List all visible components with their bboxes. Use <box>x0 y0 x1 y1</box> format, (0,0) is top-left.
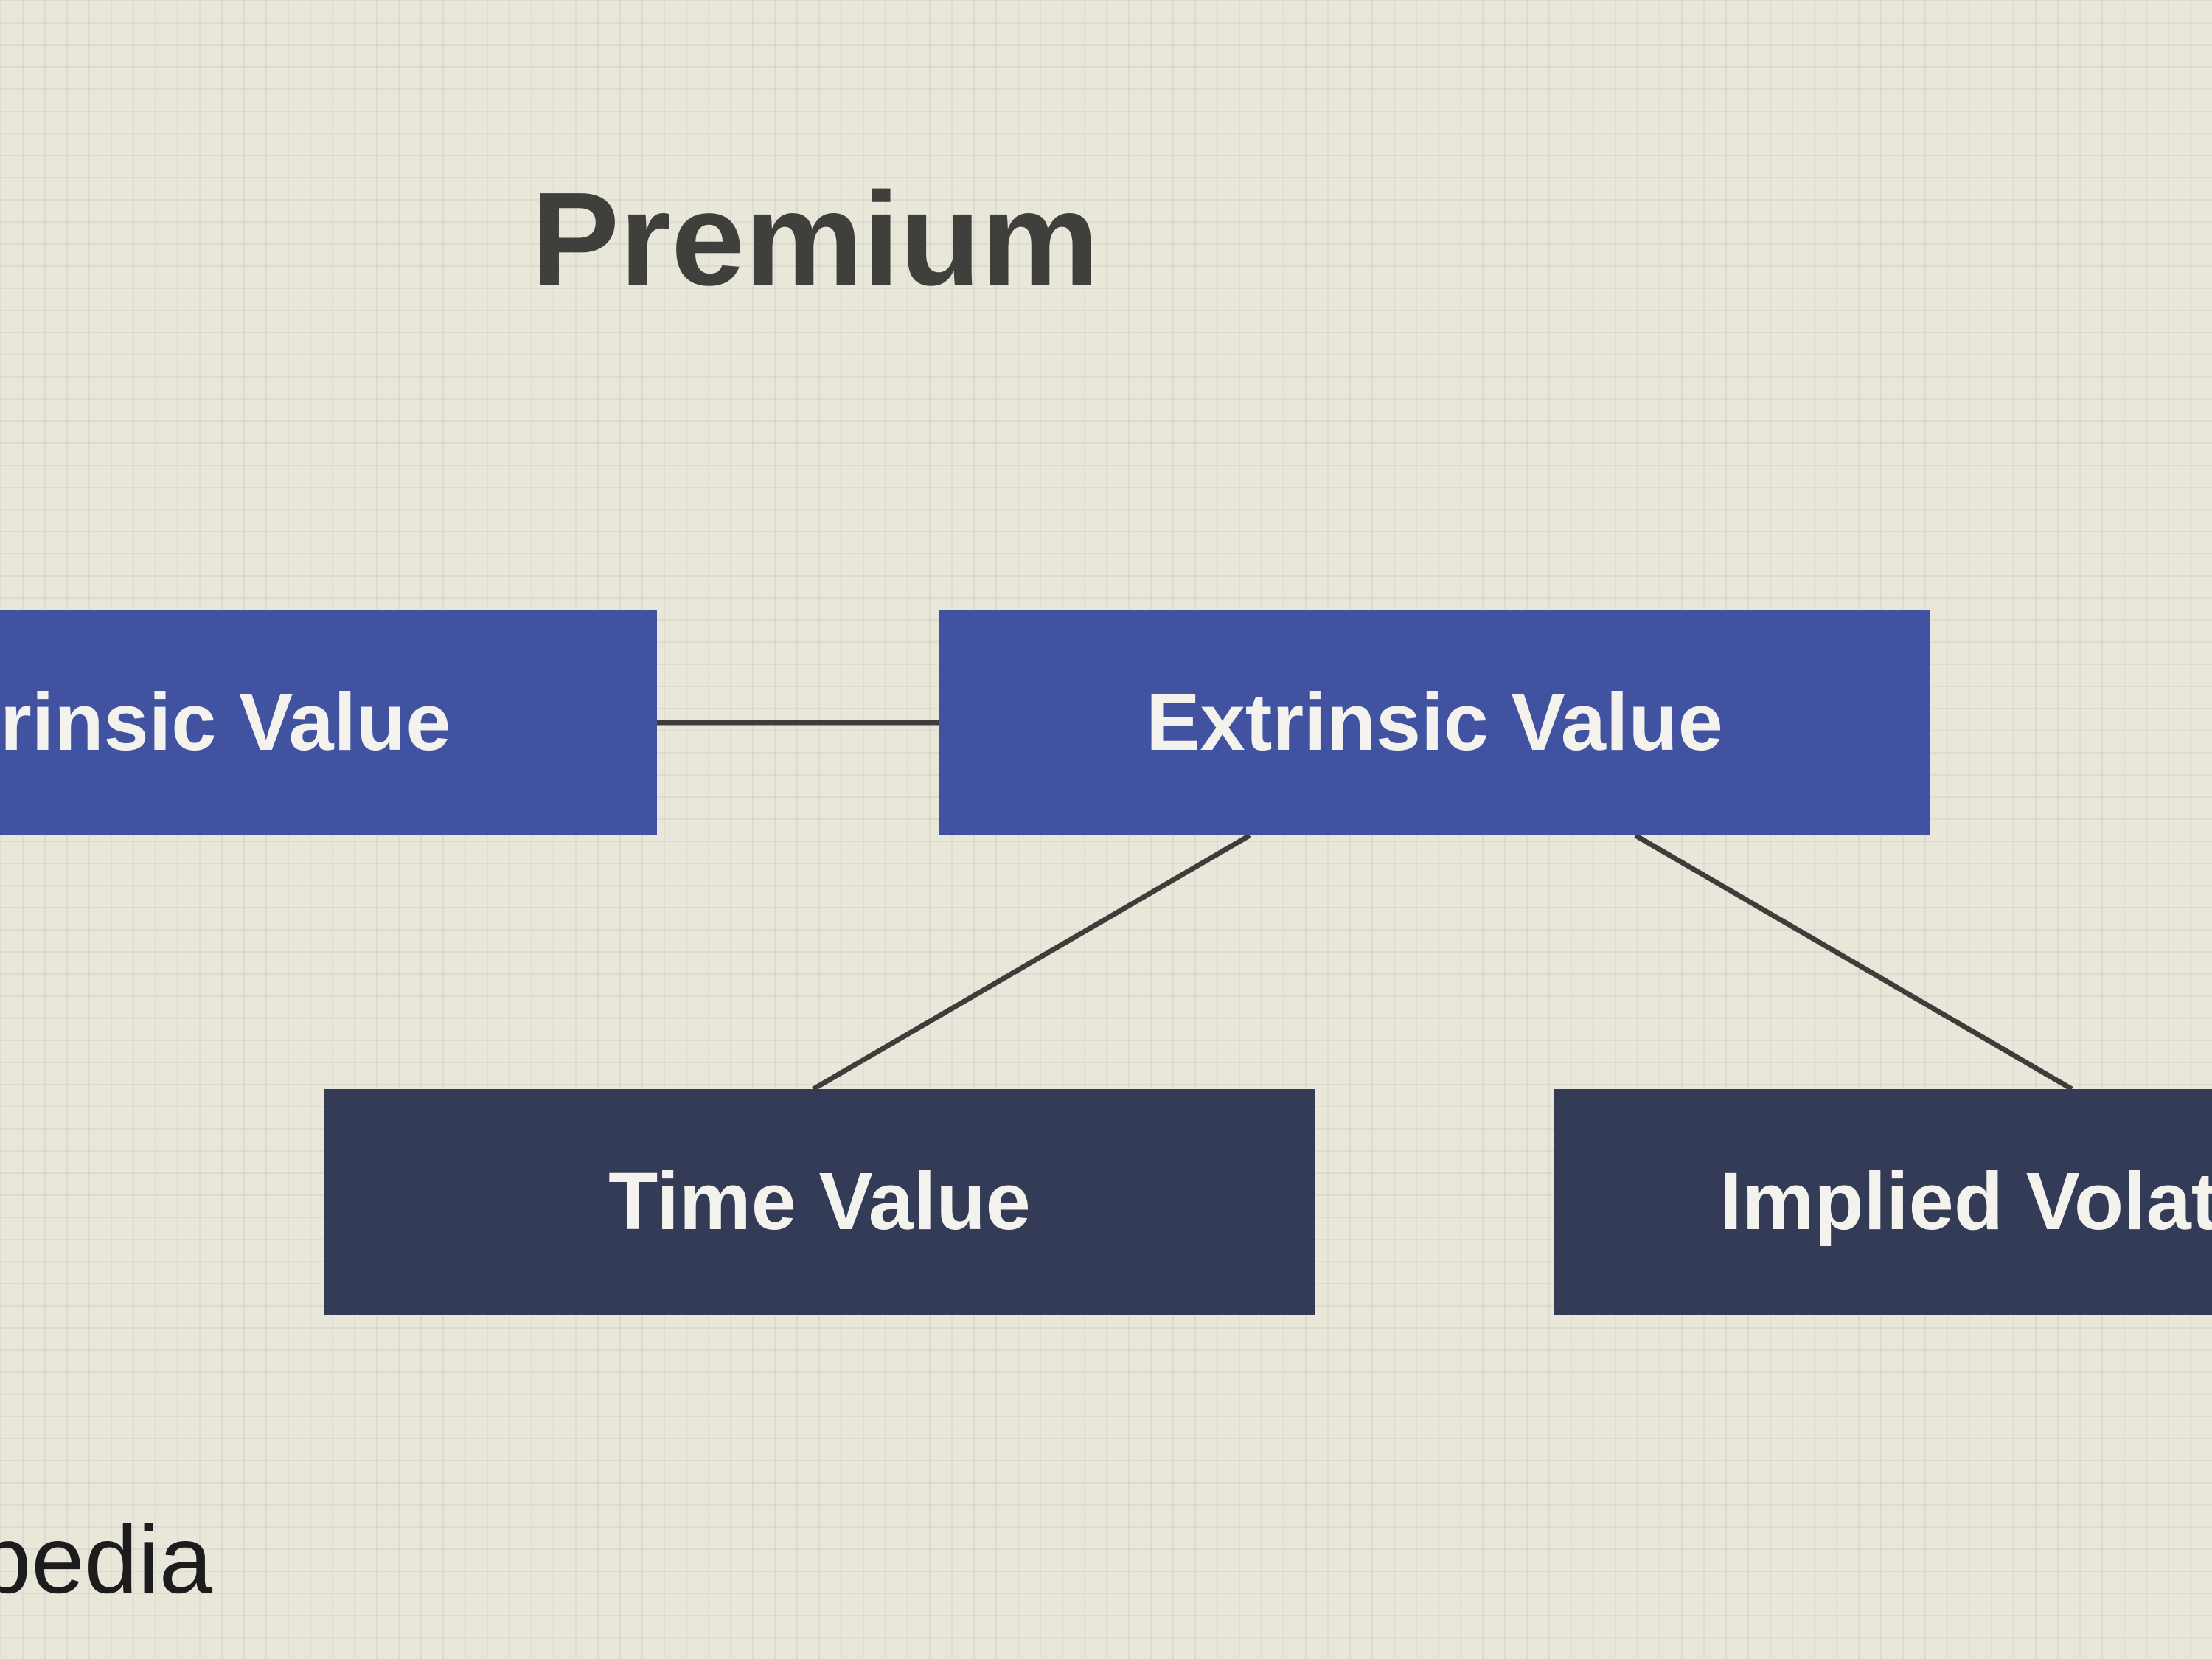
node-intrinsic-value: rinsic Value <box>0 610 657 835</box>
node-time-value: Time Value <box>324 1089 1315 1315</box>
brand-logo: pedia <box>0 1506 213 1613</box>
connector-extrinsic-time <box>812 832 1251 1092</box>
node-time-value-label: Time Value <box>608 1156 1031 1247</box>
node-intrinsic-value-label: rinsic Value <box>0 677 451 768</box>
node-extrinsic-value: Extrinsic Value <box>939 610 1930 835</box>
node-implied-volatility: Implied Volat <box>1554 1089 2212 1315</box>
node-extrinsic-value-label: Extrinsic Value <box>1146 677 1723 768</box>
diagram-title: Premium <box>531 165 1099 313</box>
connector-extrinsic-implied <box>1634 832 2073 1092</box>
node-implied-volatility-label: Implied Volat <box>1719 1156 2212 1247</box>
